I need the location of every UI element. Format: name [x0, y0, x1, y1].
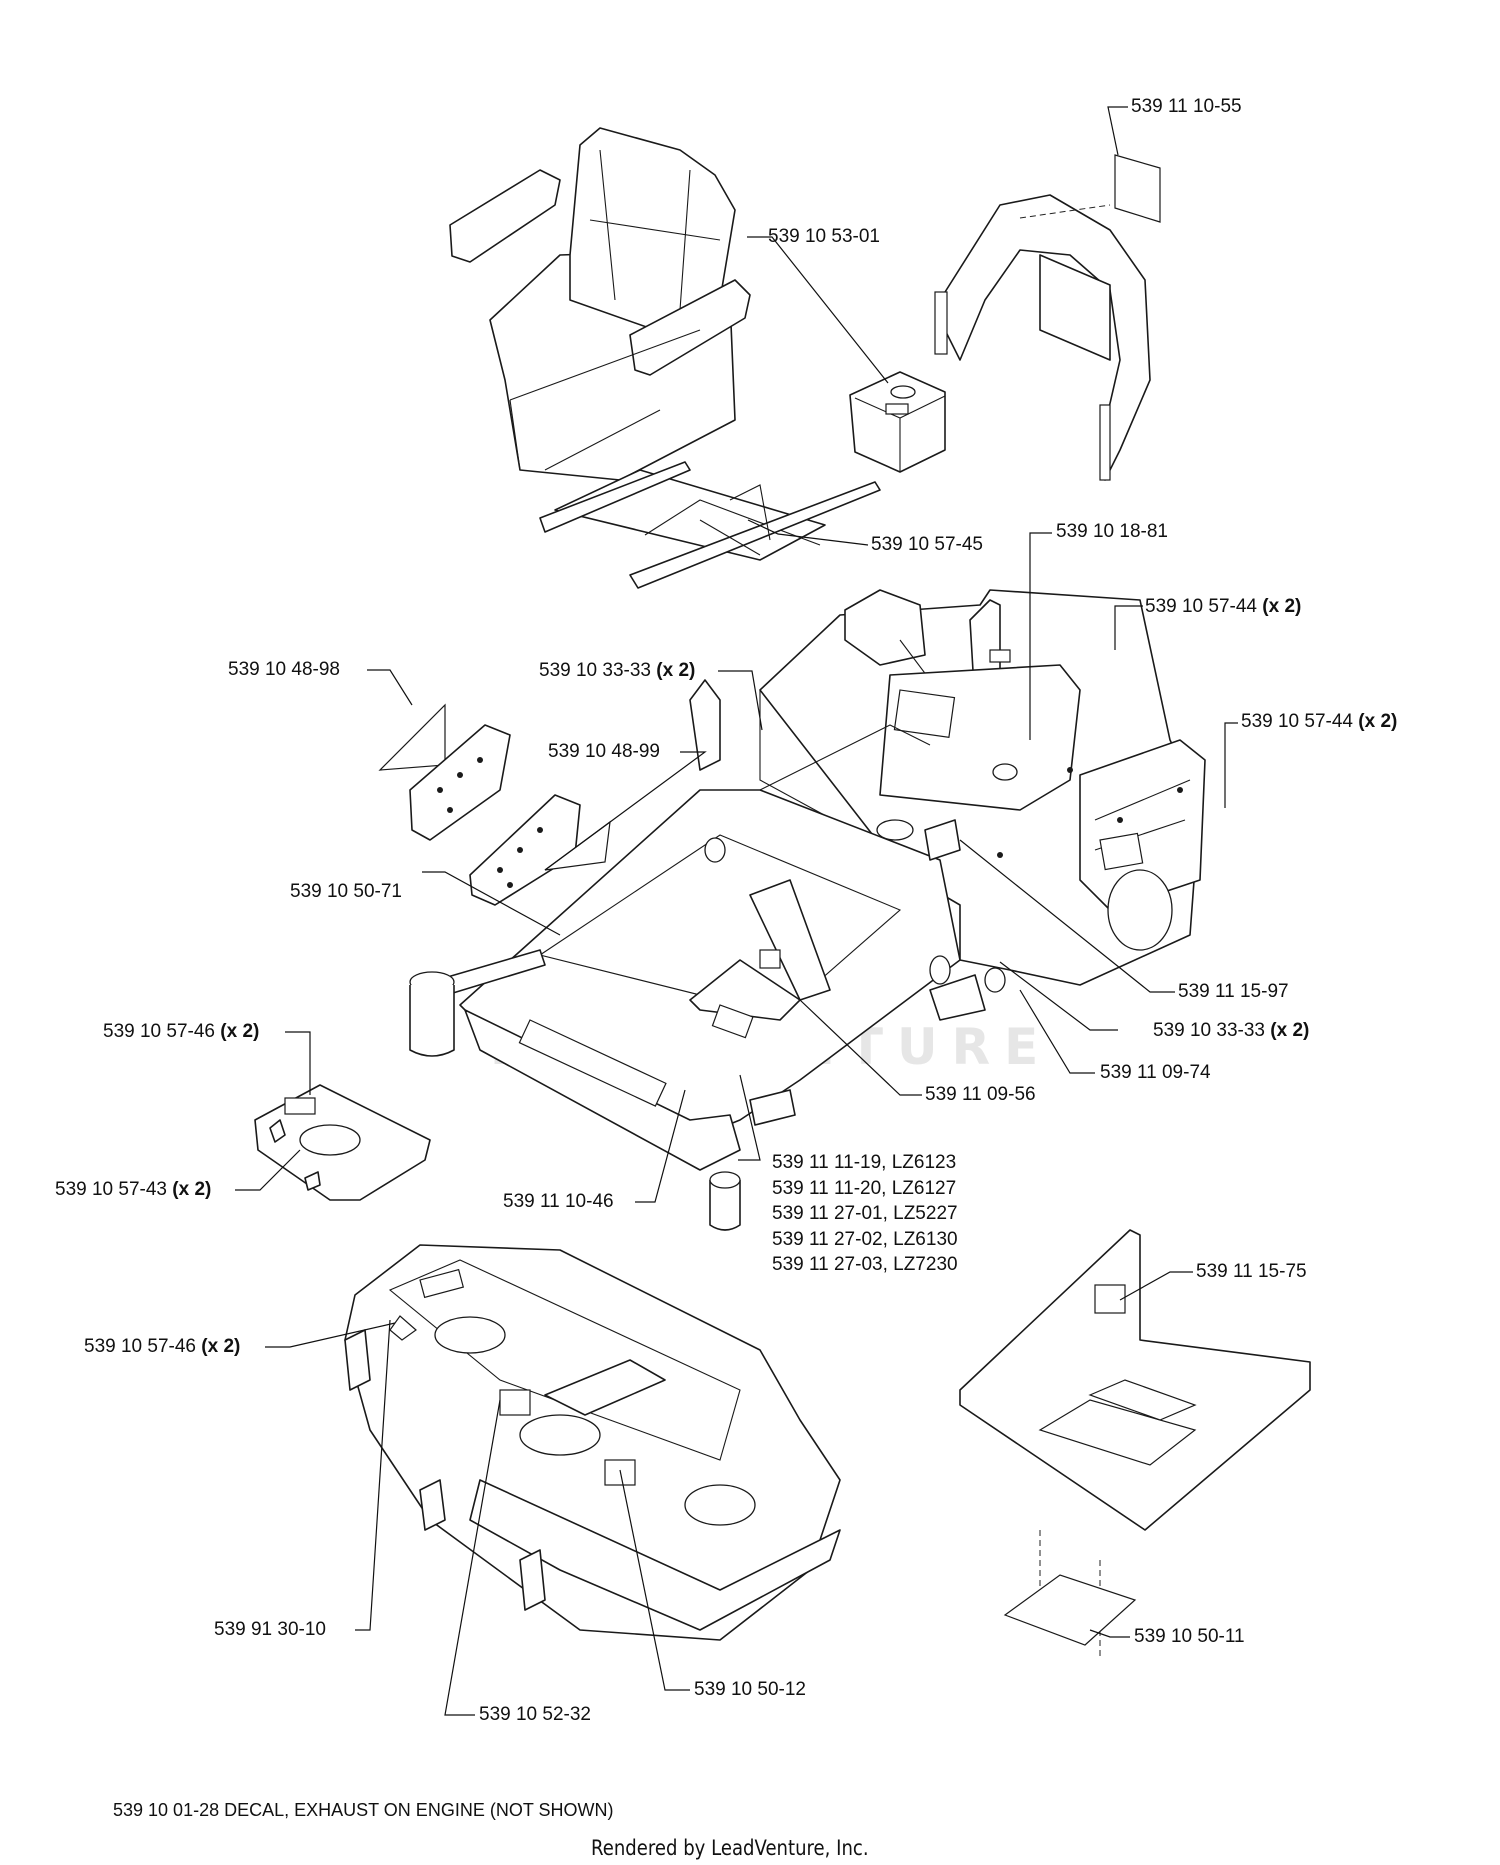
label-539-10-50-11: 539 10 50-11	[1134, 1626, 1245, 1647]
foot-pan	[959, 1229, 1311, 1660]
seat-assembly	[449, 127, 881, 589]
model-variant-list: 539 11 11-19, LZ6123 539 11 11-20, LZ612…	[772, 1150, 958, 1278]
model-variant: 539 11 11-19, LZ6123	[772, 1152, 957, 1173]
footnote: 539 10 01-28 DECAL, EXHAUST ON ENGINE (N…	[113, 1800, 614, 1820]
label-539-11-09-74: 539 11 09-74	[1100, 1062, 1211, 1083]
switch-box	[849, 371, 946, 473]
label-539-10-48-99: 539 10 48-99	[548, 741, 660, 762]
label-539-10-57-44-b: 539 10 57-44 (x 2)	[1241, 711, 1398, 732]
label-539-10-18-81: 539 10 18-81	[1056, 521, 1168, 542]
label-539-10-50-12: 539 10 50-12	[694, 1679, 806, 1700]
rendered-by-credit: Rendered by LeadVenture, Inc.	[591, 1836, 869, 1860]
label-539-10-48-98: 539 10 48-98	[228, 659, 340, 680]
label-539-10-57-45: 539 10 57-45	[871, 534, 983, 555]
label-539-11-15-97: 539 11 15-97	[1178, 981, 1289, 1002]
leader-lines	[235, 106, 1238, 1716]
model-variant: 539 11 27-01, LZ5227	[772, 1203, 958, 1224]
label-539-10-57-44-a: 539 10 57-44 (x 2)	[1145, 596, 1302, 617]
mower-deck	[344, 1244, 841, 1641]
label-539-10-57-46-b: 539 10 57-46 (x 2)	[84, 1336, 241, 1357]
label-539-10-57-46-a: 539 10 57-46 (x 2)	[103, 1021, 260, 1042]
side-plates	[378, 703, 611, 906]
label-539-91-30-10: 539 91 30-10	[214, 1619, 326, 1640]
label-539-10-53-01: 539 10 53-01	[768, 226, 880, 247]
label-539-11-10-55: 539 11 10-55	[1131, 96, 1242, 117]
label-539-10-33-33-b: 539 10 33-33 (x 2)	[1153, 1020, 1310, 1041]
label-539-10-50-71: 539 10 50-71	[290, 881, 402, 902]
label-539-10-52-32: 539 10 52-32	[479, 1704, 591, 1725]
lift-plate	[254, 1084, 431, 1201]
label-539-11-09-56: 539 11 09-56	[925, 1084, 1036, 1105]
label-539-11-10-46: 539 11 10-46	[503, 1191, 614, 1212]
label-539-10-33-33-a: 539 10 33-33 (x 2)	[539, 660, 696, 681]
model-variant: 539 11 27-02, LZ6130	[772, 1228, 958, 1250]
label-539-11-15-75: 539 11 15-75	[1196, 1261, 1307, 1282]
rops-guard	[934, 154, 1161, 481]
model-variant: 539 11 11-20, LZ6127	[772, 1177, 957, 1199]
model-variant: 539 11 27-03, LZ7230	[772, 1254, 958, 1275]
front-frame	[409, 679, 1006, 1231]
label-539-10-57-43: 539 10 57-43 (x 2)	[55, 1179, 212, 1200]
